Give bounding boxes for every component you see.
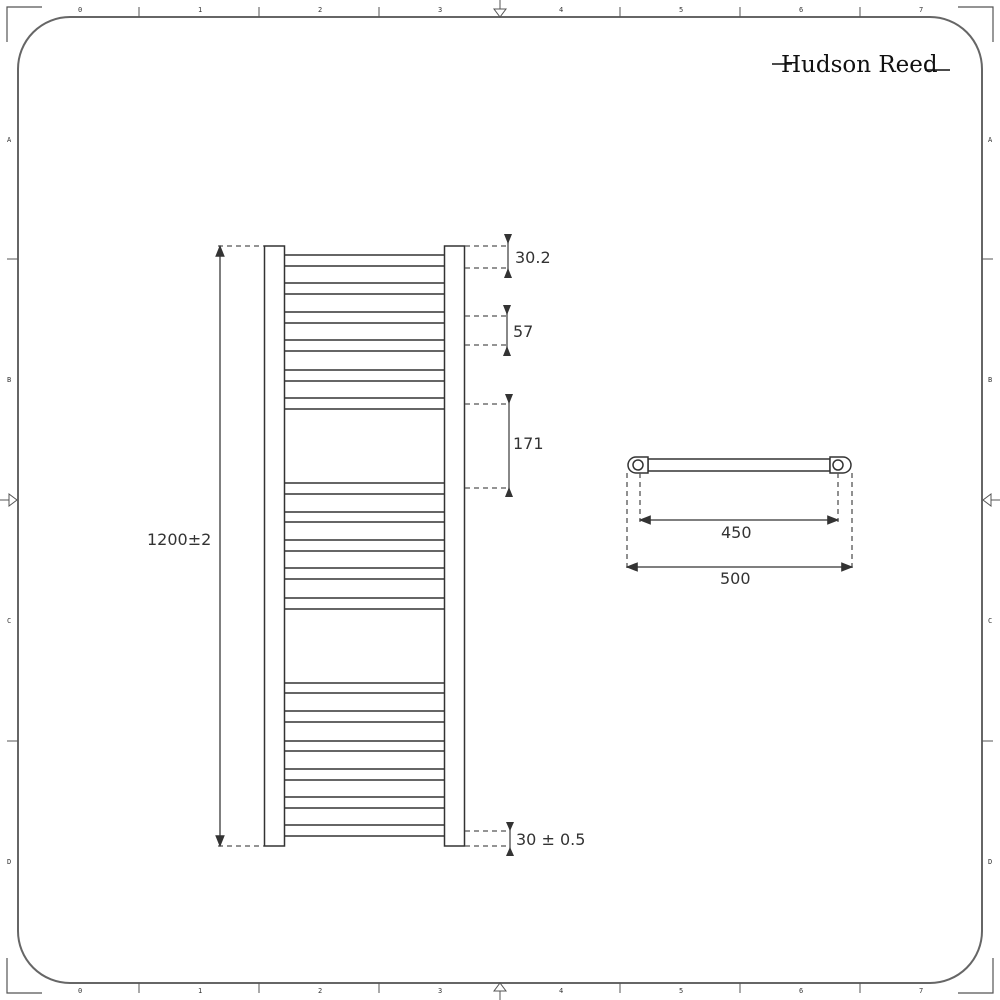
plan-dimensions: [625, 473, 854, 572]
svg-text:0: 0: [78, 6, 82, 14]
plan-left-pipe: [632, 459, 644, 471]
svg-text:1: 1: [198, 6, 202, 14]
front-view: [263, 245, 466, 847]
rail-pitch-label: 57: [513, 322, 533, 341]
svg-text:D: D: [988, 858, 992, 866]
svg-text:3: 3: [438, 6, 442, 14]
corner-mark-top-right: [958, 6, 994, 42]
centre-arrow-top: [493, 8, 507, 18]
centre-arrow-right: [982, 493, 992, 507]
rails-group-1: [285, 254, 444, 410]
column-labels-top: 0 1 2 3 4 5 6 7: [78, 6, 923, 14]
height-dimension: [215, 244, 264, 848]
plan-rail-bar: [647, 458, 831, 472]
group-gap-label: 171: [513, 434, 544, 453]
svg-text:1: 1: [198, 987, 202, 995]
svg-text:C: C: [7, 617, 11, 625]
centre-arrow-bottom: [493, 982, 507, 992]
svg-text:A: A: [988, 136, 993, 144]
arrow-down-icon: [504, 234, 512, 244]
svg-text:5: 5: [679, 6, 683, 14]
row-labels-right: A B C D: [988, 136, 993, 866]
svg-text:C: C: [988, 617, 992, 625]
height-label: 1200±2: [147, 530, 211, 549]
svg-text:0: 0: [78, 987, 82, 995]
brand-logo: Hudson Reed: [772, 52, 950, 78]
svg-text:Hudson Reed: Hudson Reed: [781, 52, 938, 78]
arrow-up-icon: [504, 268, 512, 278]
centres-label: 450: [721, 523, 752, 542]
svg-text:A: A: [7, 136, 12, 144]
right-upright: [443, 245, 466, 847]
plan-view: [627, 456, 852, 474]
svg-text:7: 7: [919, 6, 923, 14]
right-dimensions: [465, 234, 514, 856]
plan-right-pipe: [832, 459, 844, 471]
svg-text:7: 7: [919, 987, 923, 995]
rails-group-2: [285, 482, 444, 610]
bottom-offset-label: 30 ± 0.5: [516, 830, 585, 849]
corner-mark-bottom-left: [6, 958, 42, 994]
svg-text:2: 2: [318, 987, 322, 995]
svg-text:B: B: [988, 376, 992, 384]
rails-group-3: [285, 682, 444, 837]
column-labels-bottom: 0 1 2 3 4 5 6 7: [78, 987, 923, 995]
corner-mark-bottom-right: [958, 958, 994, 994]
svg-text:D: D: [7, 858, 11, 866]
svg-text:4: 4: [559, 987, 563, 995]
svg-text:5: 5: [679, 987, 683, 995]
zone-ticks: [7, 7, 993, 993]
overall-width-label: 500: [720, 569, 751, 588]
centre-arrow-left: [8, 493, 18, 507]
svg-text:6: 6: [799, 6, 803, 14]
row-labels-left: A B C D: [7, 136, 12, 866]
svg-text:4: 4: [559, 6, 563, 14]
svg-text:3: 3: [438, 987, 442, 995]
svg-text:6: 6: [799, 987, 803, 995]
svg-text:B: B: [7, 376, 11, 384]
top-offset-label: 30.2: [515, 248, 551, 267]
svg-text:2: 2: [318, 6, 322, 14]
drawing-border: [6, 6, 994, 994]
left-upright: [263, 245, 286, 847]
corner-mark-top-left: [6, 6, 42, 42]
